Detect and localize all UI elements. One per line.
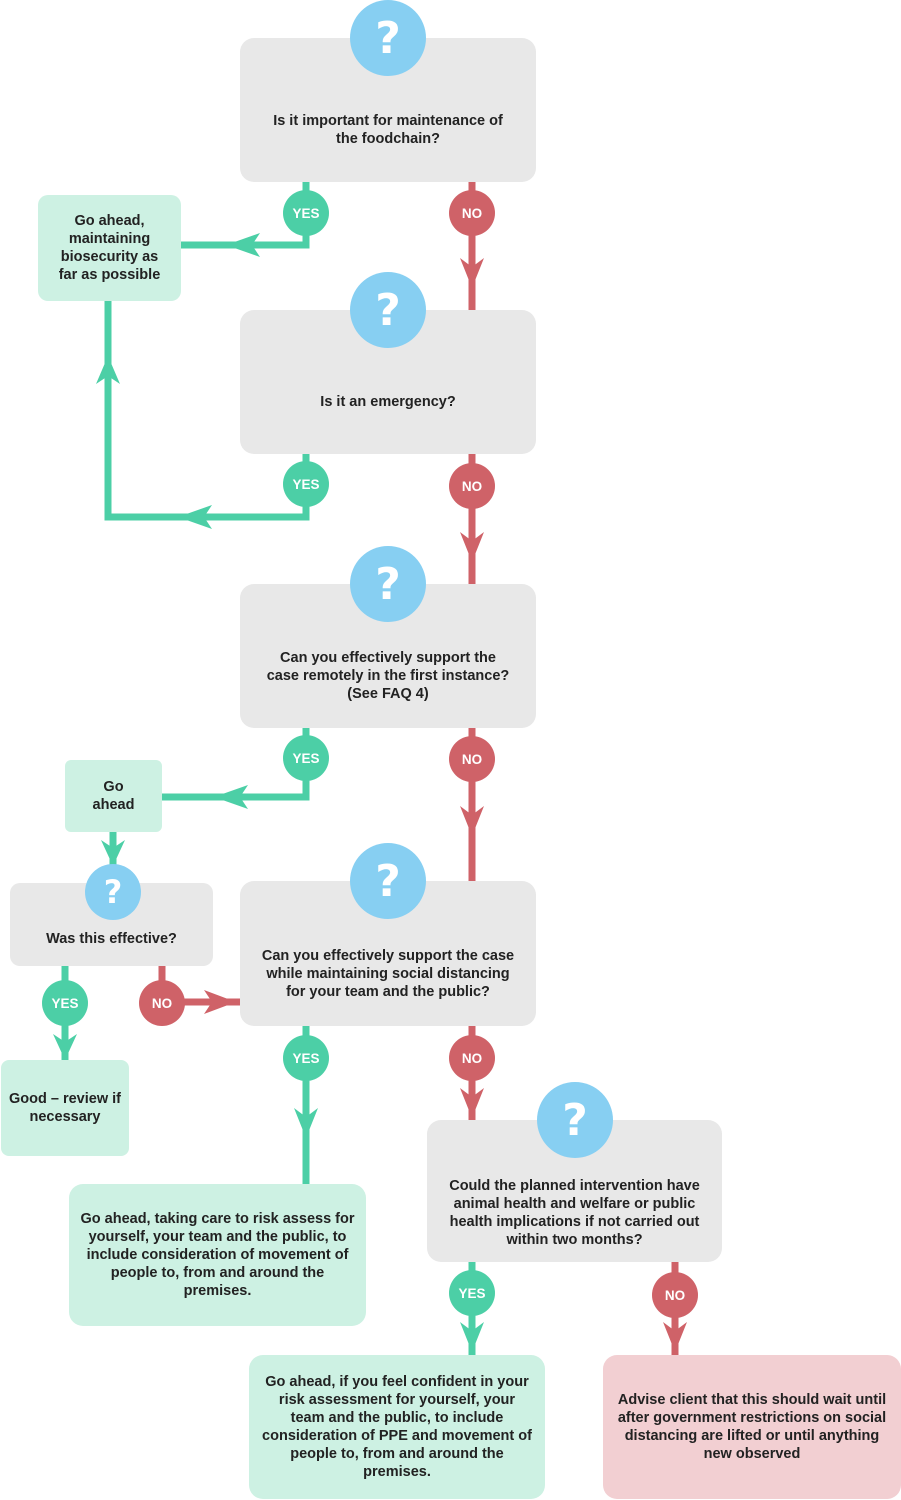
outcome-text: Go ahead, if you feel confident in your … — [262, 1374, 532, 1480]
question-mark-icon: ? — [350, 0, 426, 76]
question-mark-icon: ? — [85, 864, 141, 920]
no-badge: NO — [449, 463, 495, 509]
arrow-down-icon — [294, 1108, 318, 1138]
no-badge: NO — [652, 1272, 698, 1318]
yes-badge: YES — [449, 1270, 495, 1316]
no-badge: NO — [139, 980, 185, 1026]
yes-badge: YES — [283, 735, 329, 781]
outcome-text: Go ahead — [92, 779, 135, 813]
question-text: Can you effectively support the case rem… — [266, 650, 510, 702]
outcome-box-risk-assess: Go ahead, taking care to risk assess for… — [69, 1184, 366, 1326]
yes-badge: YES — [283, 1035, 329, 1081]
outcome-text: Advise client that this should wait unti… — [617, 1392, 887, 1462]
question-mark-icon: ? — [350, 546, 426, 622]
outcome-text: Go ahead, taking care to risk assess for… — [80, 1211, 355, 1299]
yes-badge: YES — [283, 190, 329, 236]
arrow-down-icon — [460, 532, 484, 562]
arrow-left-icon — [226, 233, 260, 257]
arrow-down-icon — [460, 806, 484, 836]
no-badge: NO — [449, 736, 495, 782]
outcome-text: Good – review if necessary — [9, 1091, 121, 1125]
outcome-box-good-review: Good – review if necessary — [1, 1060, 129, 1156]
question-text: Was this effective? — [46, 930, 177, 947]
outcome-text: Go ahead, maintaining biosecurity as far… — [58, 213, 161, 283]
arrow-down-icon — [101, 840, 125, 866]
yes-badge: YES — [283, 461, 329, 507]
arrow-down-icon — [460, 258, 484, 288]
arrow-left-icon — [178, 505, 212, 529]
arrow-right-icon — [204, 990, 236, 1014]
outcome-box-biosecurity: Go ahead, maintaining biosecurity as far… — [38, 195, 181, 301]
question-text: Could the planned intervention have anim… — [449, 1178, 700, 1248]
arrow-down-icon — [460, 1088, 484, 1118]
no-badge: NO — [449, 190, 495, 236]
arrow-down-icon — [460, 1322, 484, 1352]
arrow-left-icon — [214, 785, 248, 809]
question-mark-icon: ? — [350, 272, 426, 348]
arrow-up-icon — [96, 356, 120, 384]
question-mark-icon: ? — [537, 1082, 613, 1158]
question-text: Can you effectively support the case whi… — [261, 947, 515, 1000]
yes-badge: YES — [42, 980, 88, 1026]
question-text: Is it important for maintenance of the f… — [273, 113, 503, 147]
arrow-down-icon — [53, 1034, 77, 1060]
outcome-box-confident-risk-assessment: Go ahead, if you feel confident in your … — [249, 1355, 545, 1499]
question-mark-icon: ? — [350, 843, 426, 919]
question-text: Is it an emergency? — [320, 394, 456, 410]
outcome-box-advise-wait: Advise client that this should wait unti… — [603, 1355, 901, 1499]
outcome-box-go-ahead: Go ahead — [65, 760, 162, 832]
arrow-down-icon — [663, 1322, 687, 1352]
no-badge: NO — [449, 1035, 495, 1081]
